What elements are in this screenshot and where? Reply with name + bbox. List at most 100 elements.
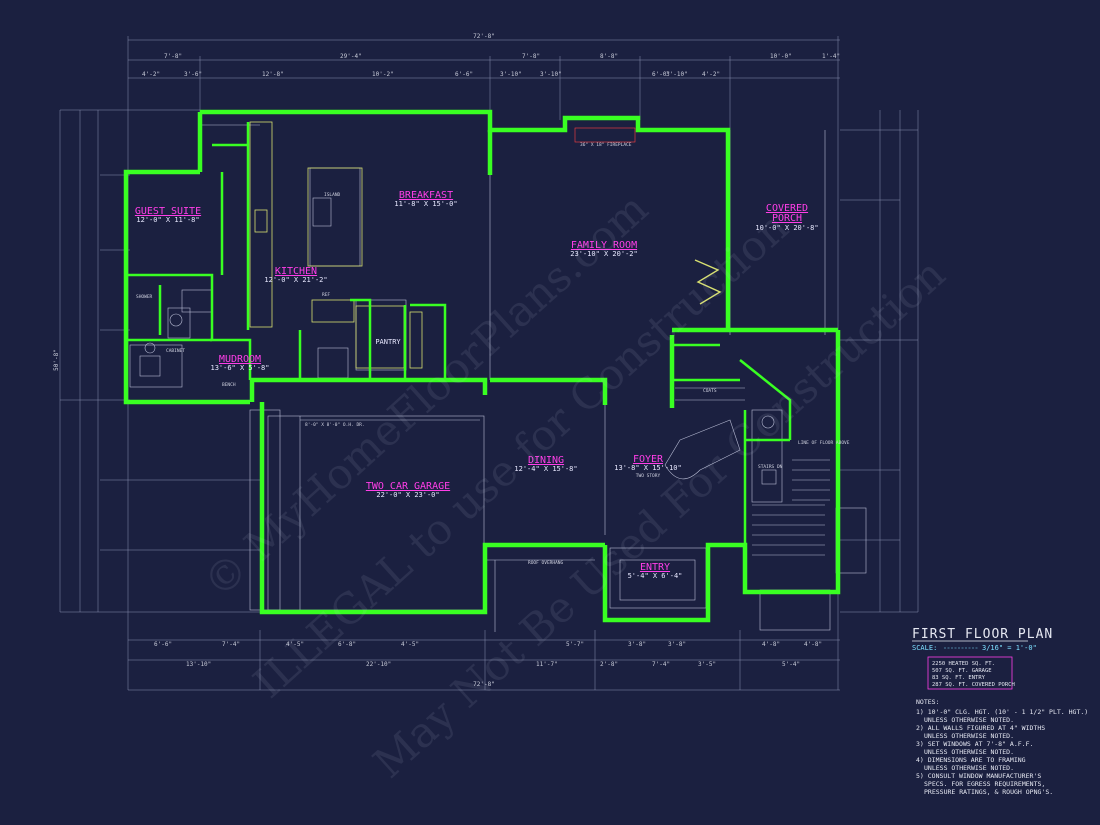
room-size-family-room: 23'-10" X 20'-2" [570,250,637,258]
room-name-breakfast: BREAKFAST [399,190,453,201]
area-porch: 287 SQ. FT. COVERED PORCH [932,682,1015,688]
roof-overhang-label: ROOF OVERHANG [528,560,564,566]
overall-left-dim: 50'-8" [53,349,60,371]
dim-top-1-5: 1'-4" [822,53,840,60]
dim-bot-1-4: 4'-5" [401,641,419,648]
room-name-dining: DINING [528,455,564,466]
notes-block: NOTES: 1) 10'-0" CLG. HGT. (10' - 1 1/2"… [916,698,1088,796]
interior-walls [126,122,792,545]
garage-door-label: 8'-0" X 8'-0" O.H. DR. [305,422,365,428]
fireplace-label: 36" X 18" FIREPLACE [580,142,632,148]
note-line-10: PRESSURE RATINGS, & ROUGH OPNG'S. [924,788,1053,796]
overall-bottom-dim: 72'-8" [473,681,495,688]
dim-top-1-1: 29'-4" [340,53,362,60]
room-name-guest-suite: GUEST SUITE [135,206,201,217]
cabinetry [249,121,423,369]
cabinet-label: CABINET [166,348,185,354]
note-line-0: 1) 10'-0" CLG. HGT. (10' - 1 1/2" PLT. H… [916,708,1088,716]
floor-above-label: LINE OF FLOOR ABOVE [798,440,850,446]
title-block: FIRST FLOOR PLAN SCALE: 3/16" = 1'-0" 22… [912,627,1053,690]
dim-bot-1-8: 4'-8" [762,641,780,648]
room-name-covered-porch: COVERED [766,203,808,214]
room-note-foyer: TWO STORY [636,473,661,479]
dim-bot-2-1: 22'-10" [366,661,391,668]
dims-bottom-row-2: 13'-10" 22'-10" 11'-7" 2'-8" 7'-4" 3'-5"… [186,661,800,668]
dim-bot-1-6: 3'-8" [628,641,646,648]
ref-label: REF [322,292,330,298]
dim-top-2-5: 3'-10" [500,71,522,78]
room-size-covered-porch: 10'-0" X 20'-8" [755,224,818,232]
bench-label: BENCH [222,382,236,388]
area-garage: 507 SQ. FT. GARAGE [932,668,992,674]
dim-top-1-0: 7'-8" [164,53,182,60]
note-line-8: 5) CONSULT WINDOW MANUFACTURER'S [916,772,1041,780]
misc-labels: 36" X 18" FIREPLACE 8'-0" X 8'-0" O.H. D… [136,142,850,566]
scale-label: SCALE: [912,644,937,652]
shower-label: SHOWER [136,294,153,300]
dims-bottom-row-1: 6'-6" 7'-4" 4'-5" 6'-8" 4'-5" 5'-7" 3'-8… [154,641,822,648]
dim-top-1-2: 7'-8" [522,53,540,60]
dim-top-2-6: 3'-10" [540,71,562,78]
note-line-1: UNLESS OTHERWISE NOTED. [924,716,1014,724]
note-line-3: UNLESS OTHERWISE NOTED. [924,732,1014,740]
dim-top-2-8: 3'-10" [666,71,688,78]
exterior-walls [123,109,841,623]
dim-top-1-4: 10'-0" [770,53,792,60]
room-size-foyer: 13'-8" X 15'-10" [614,464,681,472]
dim-bot-1-2: 4'-5" [286,641,304,648]
area-entry: 83 SQ. FT. ENTRY [932,675,986,681]
dim-bot-2-2: 11'-7" [536,661,558,668]
room-name-foyer: FOYER [633,454,664,465]
dim-bot-1-9: 4'-8" [804,641,822,648]
overall-top-dim: 72'-8" [473,33,495,40]
room-name-family-room: FAMILY ROOM [571,240,637,251]
dim-bot-1-7: 3'-8" [668,641,686,648]
dim-top-2-3: 10'-2" [372,71,394,78]
room-size-guest-suite: 12'-0" X 11'-8" [136,216,199,224]
dim-bot-2-5: 3'-5" [698,661,716,668]
dim-top-2-9: 4'-2" [702,71,720,78]
dim-bot-1-5: 5'-7" [566,641,584,648]
dims-top-row-1: 7'-8" 29'-4" 7'-8" 8'-8" 10'-0" 1'-4" [164,53,840,60]
scale-value: 3/16" = 1'-0" [982,644,1037,652]
dim-top-2-0: 4'-2" [142,71,160,78]
area-box [927,656,1013,690]
dim-bot-2-4: 7'-4" [652,661,670,668]
dim-bot-1-0: 6'-6" [154,641,172,648]
area-heated: 2250 HEATED SQ. FT. [932,661,995,667]
room-name-covered-porch-2: PORCH [772,213,802,224]
dim-bot-1-1: 7'-4" [222,641,240,648]
room-size-entry: 5'-4" X 6'-4" [628,572,683,580]
room-size-kitchen: 12'-0" X 21'-2" [264,276,327,284]
note-line-9: SPECS. FOR EGRESS REQUIREMENTS, [924,780,1045,788]
plan-title: FIRST FLOOR PLAN [912,627,1053,642]
room-name-mudroom: MUDROOM [219,354,261,365]
coats-label: COATS [703,388,717,394]
notes-title: NOTES: [916,698,939,706]
island-label: ISLAND [324,192,341,198]
note-line-4: 3) SET WINDOWS AT 7'-8" A.F.F. [916,740,1033,748]
dim-bot-2-3: 2'-8" [600,661,618,668]
dim-bot-2-6: 5'-4" [782,661,800,668]
room-size-dining: 12'-4" X 15'-8" [514,465,577,473]
note-line-2: 2) ALL WALLS FIGURED AT 4" WIDTHS [916,724,1045,732]
stairs-label: STAIRS DN [758,464,783,470]
note-line-6: 4) DIMENSIONS ARE TO FRAMING [916,756,1026,764]
dim-top-2-7: 6'-0" [652,71,670,78]
dim-top-1-3: 8'-8" [600,53,618,60]
room-name-pantry: PANTRY [375,338,401,346]
room-size-breakfast: 11'-8" X 15'-0" [394,200,457,208]
room-name-kitchen: KITCHEN [275,266,317,277]
dims-top-row-2: 4'-2" 3'-6" 12'-8" 10'-2" 6'-6" 3'-10" 3… [142,71,720,78]
room-name-garage: TWO CAR GARAGE [366,481,450,492]
note-line-7: UNLESS OTHERWISE NOTED. [924,764,1014,772]
room-name-entry: ENTRY [640,562,670,573]
note-line-5: UNLESS OTHERWISE NOTED. [924,748,1014,756]
room-size-garage: 22'-0" X 23'-0" [376,491,439,499]
dim-top-2-2: 12'-8" [262,71,284,78]
dim-bot-1-3: 6'-8" [338,641,356,648]
dim-top-2-4: 6'-6" [455,71,473,78]
room-size-mudroom: 13'-6" X 5'-8" [210,364,269,372]
overall-dimensions: 72'-8" 72'-8" 50'-8" [53,33,495,688]
